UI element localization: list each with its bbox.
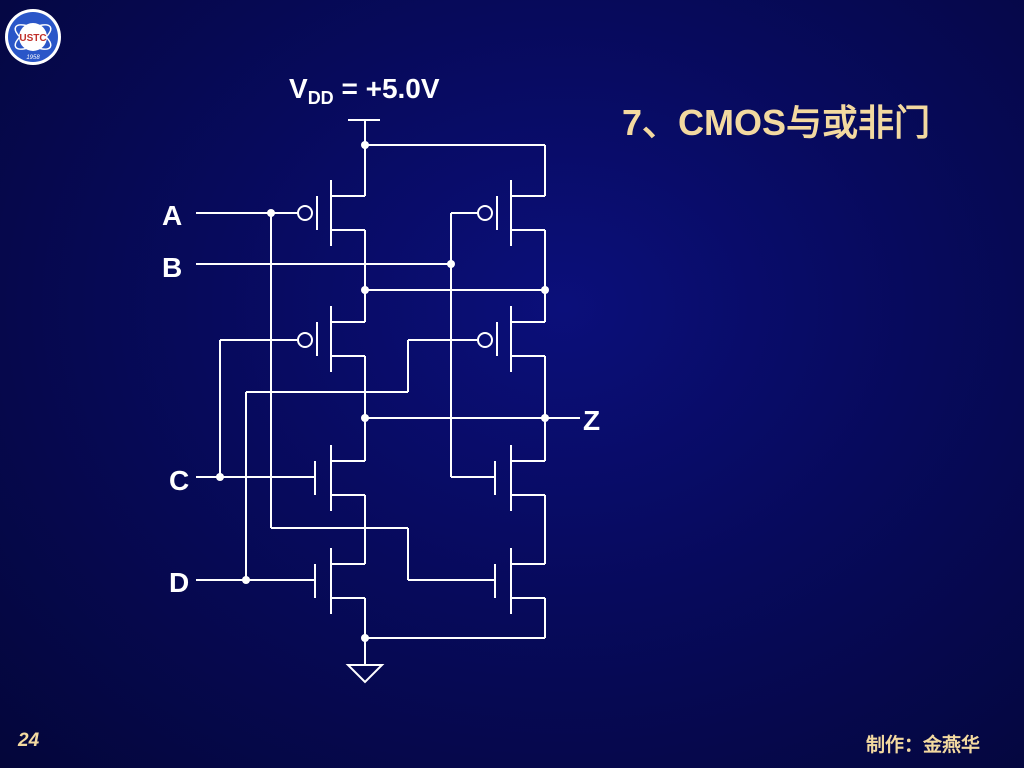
vdd-label: VDD = +5.0V <box>289 73 440 108</box>
input-label-d: D <box>169 567 189 598</box>
input-label-b: B <box>162 252 182 283</box>
input-label-c: C <box>169 465 189 496</box>
logo-year: 1958 <box>26 55 40 61</box>
page-number: 24 <box>18 730 40 751</box>
output-label-z: Z <box>583 405 600 436</box>
slide-title: 7、CMOS与或非门 <box>622 102 931 143</box>
junction-dots <box>216 141 549 642</box>
university-logo: USTC 1958 <box>5 9 61 65</box>
input-label-a: A <box>162 200 182 231</box>
author-credit: 制作：金燕华 <box>866 735 981 756</box>
circuit-wires <box>196 119 580 684</box>
logo-text: USTC <box>19 33 46 44</box>
